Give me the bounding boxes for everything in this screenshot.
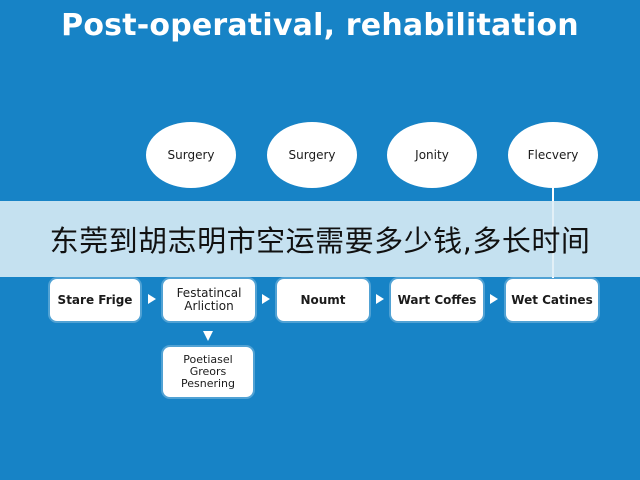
arrow-icon [148,294,156,304]
node-wart-coffes: Wart Coffes [391,279,483,321]
node-label: Jonity [415,148,449,162]
banner-text: 东莞到胡志明市空运需要多少钱,多长时间 [49,224,591,258]
node-festatincal-arliction: Festatincal Arliction [163,279,255,321]
node-label: Flecvery [527,148,579,162]
node-surgery-2: Surgery [267,122,357,188]
node-label: Wet Catines [511,292,593,307]
node-label: Surgery [167,148,215,162]
node-poetiasel-greors-pesnering: Poetiasel Greors Pesnering [163,347,253,397]
node-label: Poetiasel Greors Pesnering [180,353,235,390]
node-label: Festatincal Arliction [176,286,242,313]
node-label: Surgery [288,148,336,162]
overlay-banner: 东莞到胡志明市空运需要多少钱,多长时间 [0,201,640,277]
page-title: Post-operatival, rehabilitation [61,8,579,43]
arrow-icon [262,294,270,304]
node-label: Wart Coffes [397,292,477,307]
node-stare-frige: Stare Frige [50,279,140,321]
arrow-icon [376,294,384,304]
arrow-icon [203,331,213,341]
node-wet-catines: Wet Catines [506,279,598,321]
node-jonity: Jonity [387,122,477,188]
node-flecvery: Flecvery [508,122,598,188]
node-label: Noumt [300,292,346,307]
node-noumt: Noumt [277,279,369,321]
node-surgery-1: Surgery [146,122,236,188]
arrow-icon [490,294,498,304]
node-label: Stare Frige [57,292,133,307]
